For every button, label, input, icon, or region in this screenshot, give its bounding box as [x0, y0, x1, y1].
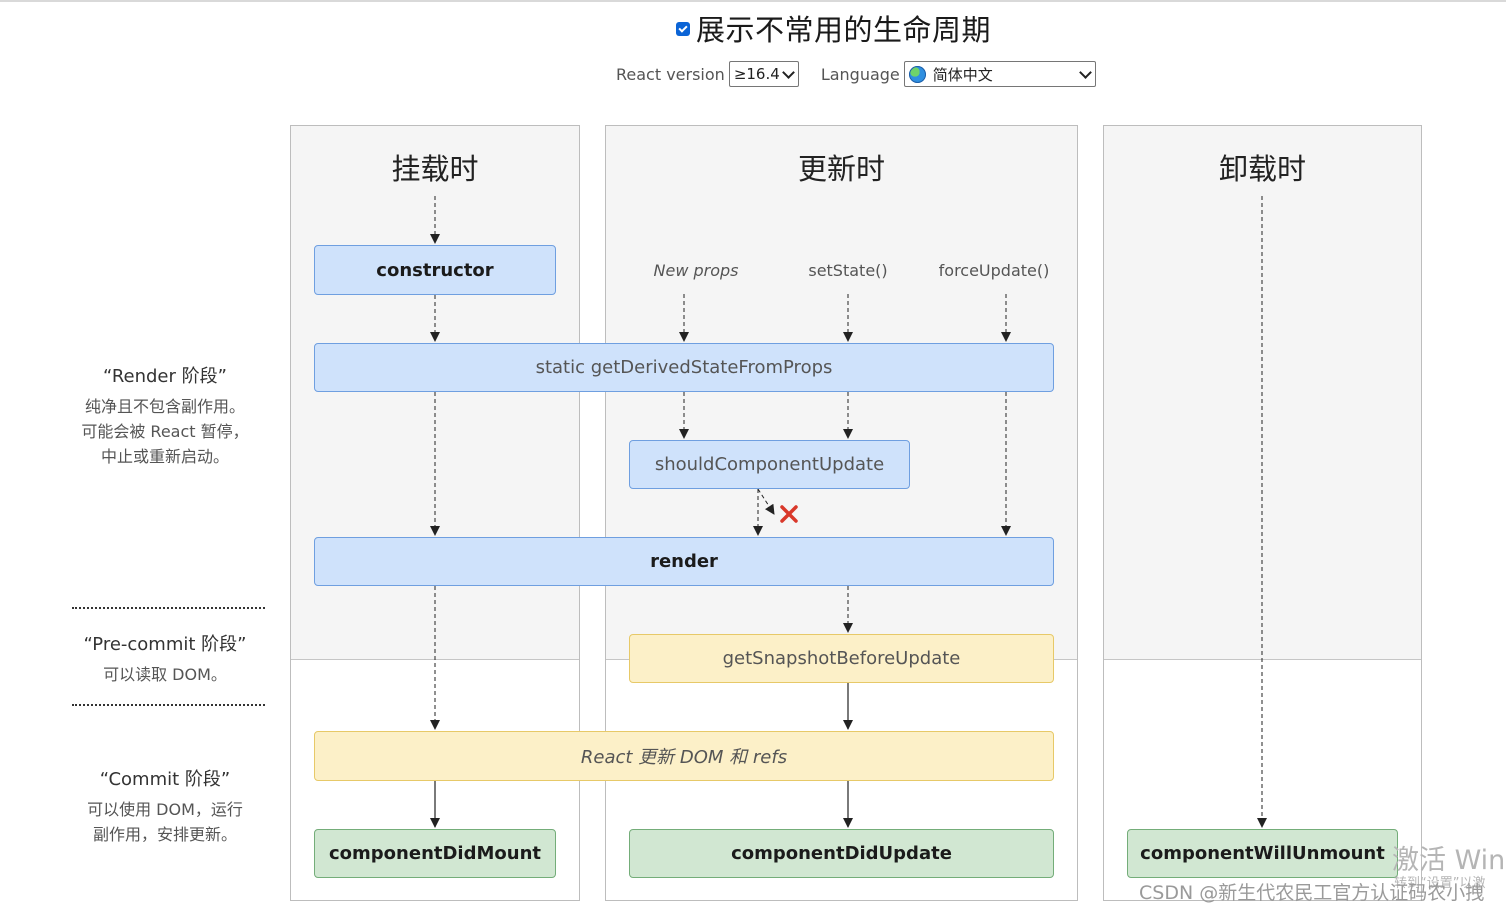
should-component-update-label: shouldComponentUpdate — [654, 454, 885, 475]
show-less-common-checkbox[interactable] — [676, 22, 690, 36]
react-version-select[interactable]: ≥16.4 — [728, 61, 799, 87]
get-derived-state-label: static getDerivedStateFromProps — [535, 357, 833, 378]
render-phase-title: “Render 阶段” — [103, 366, 227, 387]
language-select[interactable]: 简体中文 — [903, 61, 1096, 87]
constructor-box[interactable]: constructor — [314, 245, 556, 295]
unmounting-title: 卸载时 — [1218, 152, 1306, 186]
get-derived-state-box[interactable]: static getDerivedStateFromProps — [314, 343, 1054, 392]
render-box[interactable]: render — [314, 537, 1054, 586]
commit-phase-title: “Commit 阶段” — [99, 769, 231, 790]
page-title[interactable]: 展示不常用的生命周期 — [696, 13, 992, 47]
phase-divider — [72, 704, 265, 706]
react-version-value: ≥16.4 — [733, 65, 780, 83]
chevron-down-icon — [781, 66, 795, 79]
render-label: render — [650, 551, 718, 572]
constructor-label: constructor — [376, 259, 494, 281]
trigger-set-state: setState() — [808, 261, 888, 280]
component-did-update-box[interactable]: componentDidUpdate — [629, 829, 1054, 878]
component-did-mount-label: componentDidMount — [329, 843, 541, 864]
chevron-down-icon — [1078, 66, 1092, 79]
globe-icon — [908, 65, 926, 83]
language-label: Language — [820, 64, 900, 84]
updating-title: 更新时 — [797, 152, 885, 186]
render-phase-region — [1104, 126, 1421, 660]
precommit-phase-title: “Pre-commit 阶段” — [83, 634, 247, 655]
language-value: 简体中文 — [932, 65, 993, 84]
precommit-phase-description: “Pre-commit 阶段” 可以读取 DOM。 — [60, 630, 270, 687]
windows-activation-subtext: 转到“设置”以激 — [1394, 876, 1486, 891]
render-phase-text: 纯净且不包含副作用。 可能会被 React 暂停， 中止或重新启动。 — [81, 397, 249, 466]
unmounting-column: 卸载时 — [1103, 125, 1422, 901]
top-border — [0, 0, 1506, 2]
component-will-unmount-box[interactable]: componentWillUnmount — [1127, 829, 1398, 878]
csdn-watermark: CSDN @新生代农民工官方认证码农小拽 — [1139, 882, 1485, 904]
precommit-phase-text: 可以读取 DOM。 — [103, 665, 227, 684]
snapshot-before-update-label: getSnapshotBeforeUpdate — [722, 648, 961, 669]
should-component-update-box[interactable]: shouldComponentUpdate — [629, 440, 910, 489]
snapshot-before-update-box[interactable]: getSnapshotBeforeUpdate — [629, 634, 1054, 683]
trigger-force-update: forceUpdate() — [938, 261, 1050, 280]
windows-activation-watermark: 激活 Winc — [1392, 845, 1506, 876]
phase-divider — [72, 607, 265, 609]
react-version-label: React version — [616, 64, 725, 84]
trigger-new-props: New props — [653, 261, 739, 280]
commit-phase-description: “Commit 阶段” 可以使用 DOM，运行 副作用，安排更新。 — [60, 765, 270, 847]
component-will-unmount-label: componentWillUnmount — [1140, 843, 1385, 864]
update-dom-label: React 更新 DOM 和 refs — [580, 747, 788, 768]
component-did-mount-box[interactable]: componentDidMount — [314, 829, 556, 878]
component-did-update-label: componentDidUpdate — [731, 843, 952, 864]
updating-column: 更新时 — [605, 125, 1078, 901]
render-phase-description: “Render 阶段” 纯净且不包含副作用。 可能会被 React 暂停， 中止… — [60, 362, 270, 469]
commit-phase-text: 可以使用 DOM，运行 副作用，安排更新。 — [87, 800, 243, 844]
mounting-column: 挂载时 — [290, 125, 580, 901]
version-language-controls: React version ≥16.4 Language 简体中文 — [616, 60, 1096, 88]
title-row: 展示不常用的生命周期 — [676, 8, 991, 48]
update-dom-box: React 更新 DOM 和 refs — [314, 731, 1054, 781]
mounting-title: 挂载时 — [391, 152, 479, 186]
